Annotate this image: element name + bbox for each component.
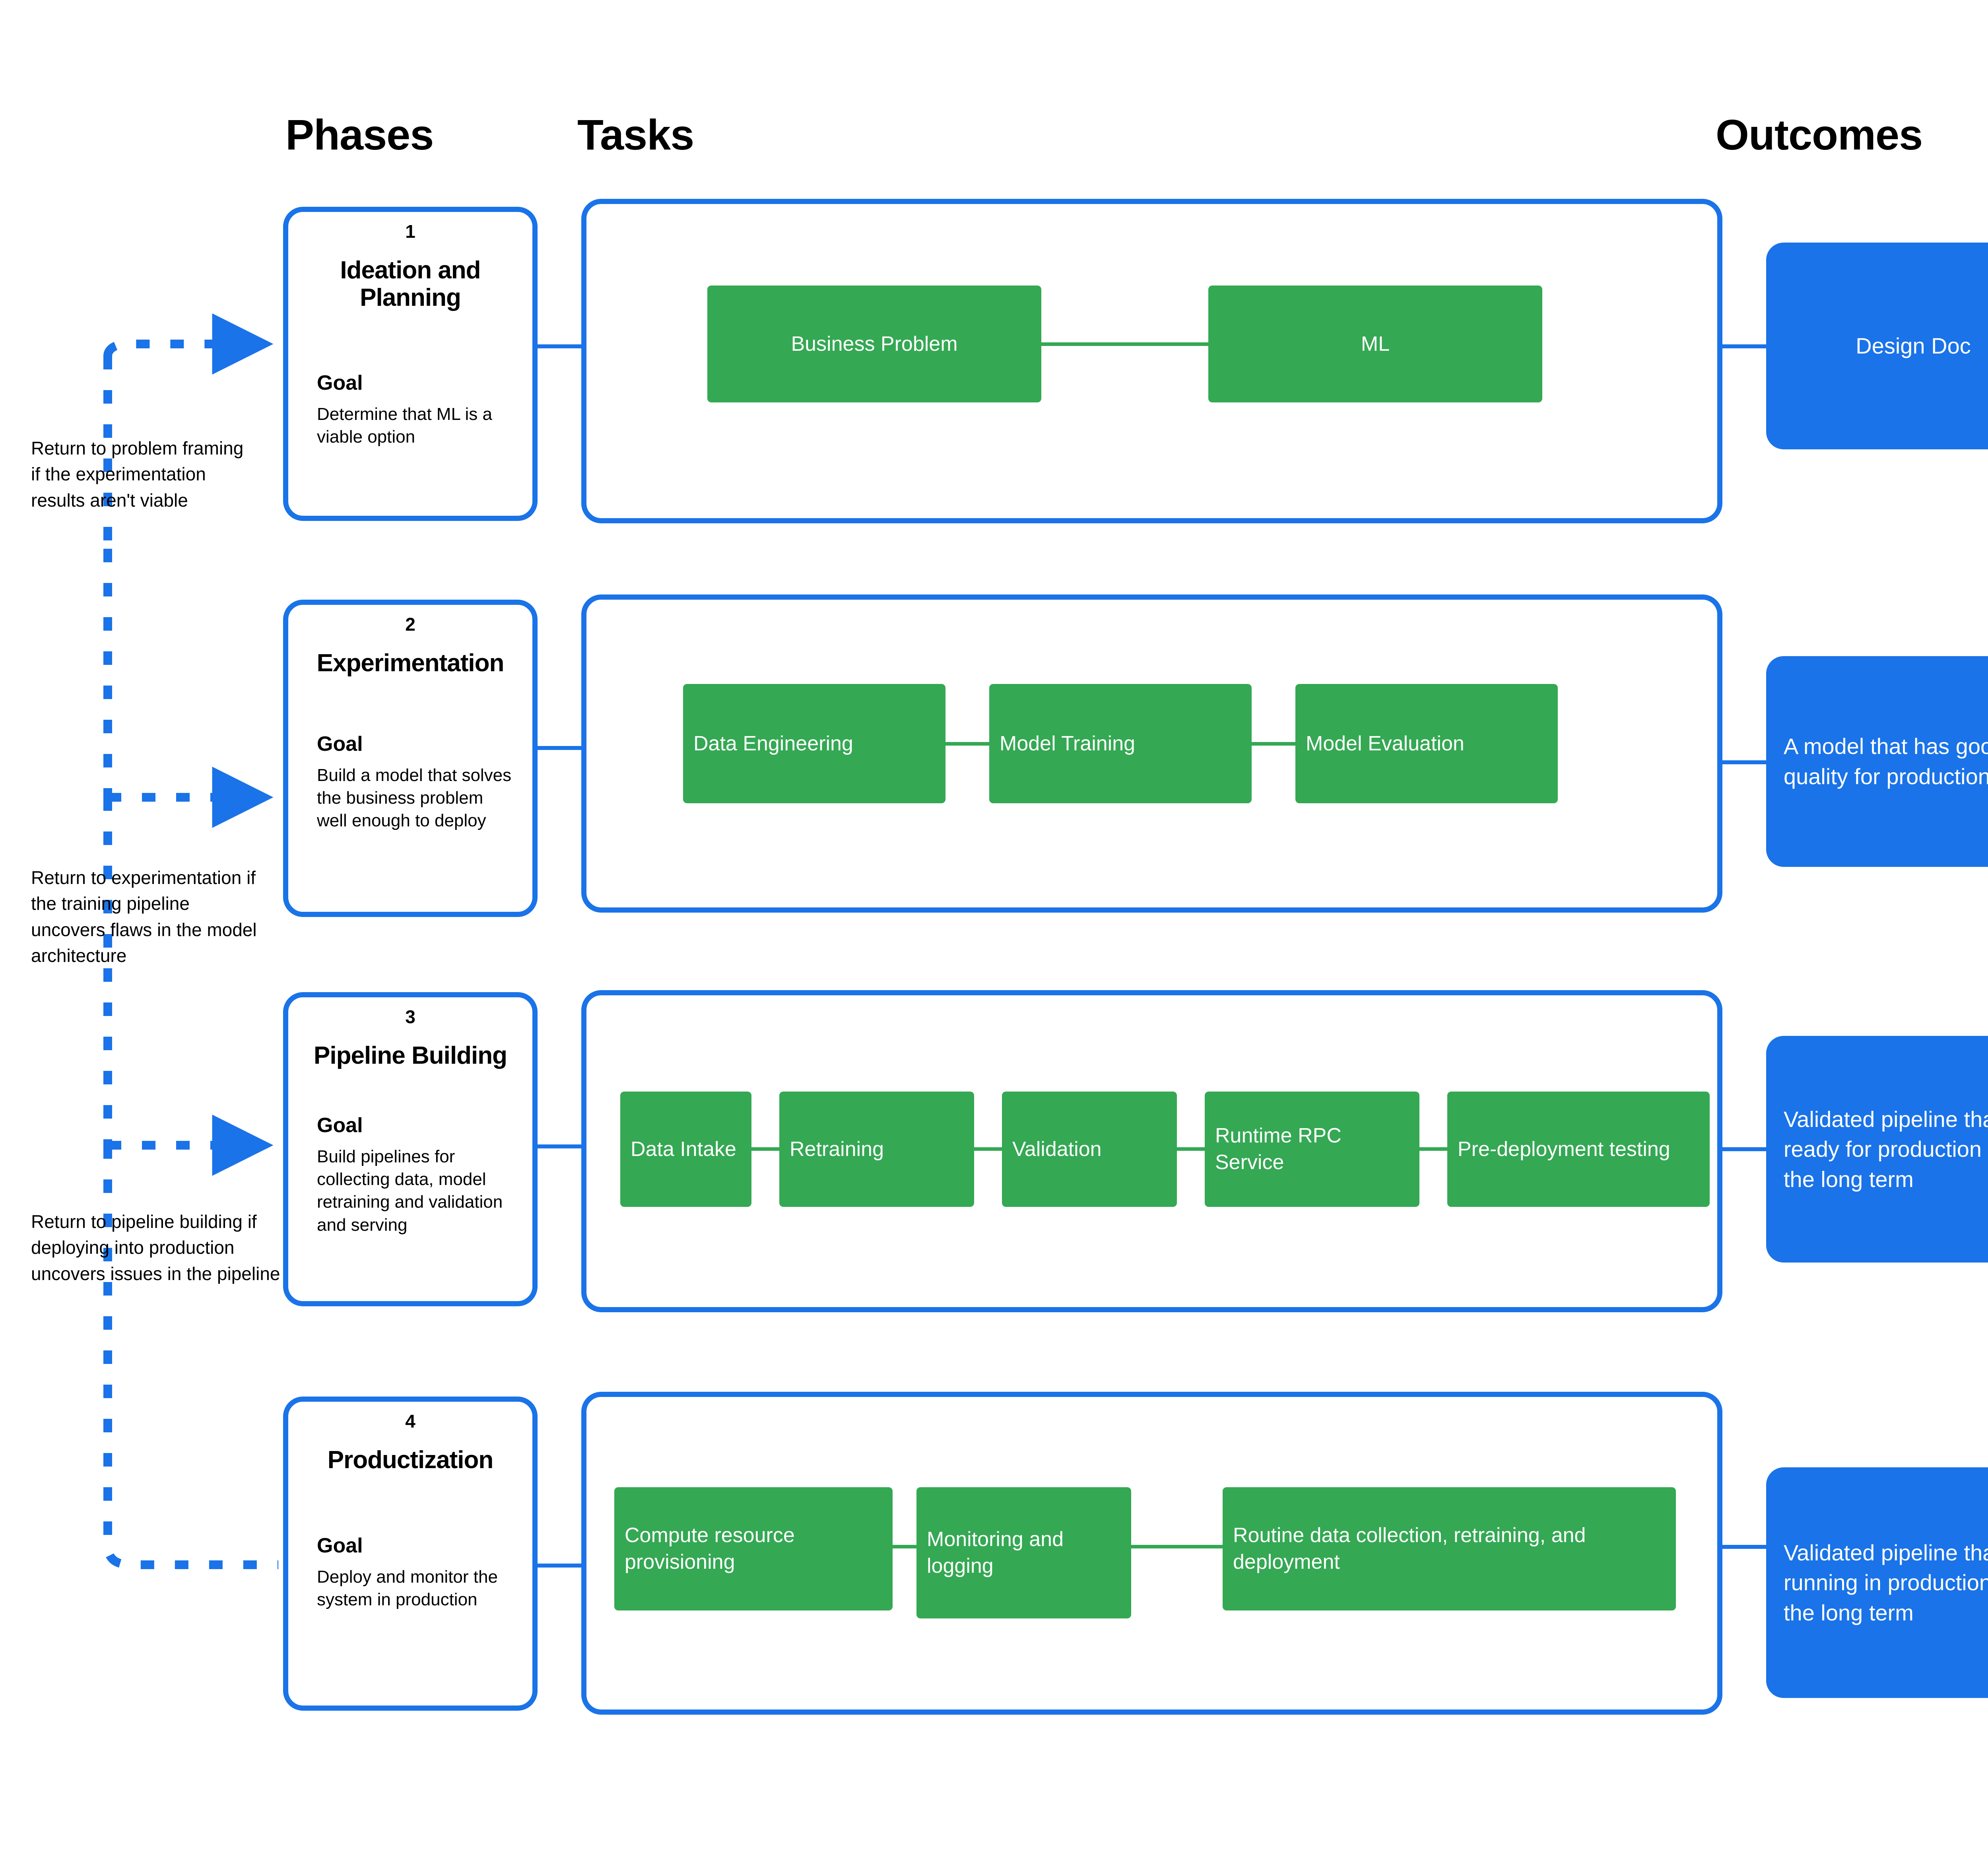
phase-goal-label: Goal — [317, 371, 363, 394]
phase-to-tasks-connector-3 — [538, 1144, 581, 1148]
tasks-to-outcome-connector-3 — [1722, 1147, 1766, 1151]
phase-goal-text: Build a model that solves the business p… — [317, 765, 512, 831]
phase-title: Pipeline Building — [314, 1042, 507, 1069]
phase-card-4[interactable]: 4 Productization Goal Deploy and monitor… — [283, 1397, 538, 1711]
return-arrow-2 — [103, 549, 274, 828]
phase-number: 3 — [405, 1006, 415, 1027]
return-arrow-3 — [103, 797, 274, 1176]
phase-to-tasks-connector-4 — [538, 1564, 581, 1568]
task-label: Pre-deployment testing — [1458, 1137, 1670, 1161]
return-note-1: Return to problem framing if the experim… — [31, 438, 244, 511]
outcome-label: Design Doc — [1856, 333, 1971, 359]
task-connector — [1041, 342, 1208, 346]
phase-title: Experimentation — [316, 649, 505, 677]
task-label: Runtime RPC Service — [1215, 1124, 1342, 1174]
return-arrow-source-4 — [103, 1145, 278, 1569]
column-header-outcomes: Outcomes — [1716, 111, 1923, 159]
task-connector — [1252, 742, 1295, 746]
return-note-3: Return to pipeline building if deploying… — [31, 1211, 280, 1284]
task-chip[interactable]: Pre-deployment testing — [1447, 1092, 1710, 1207]
phase-number: 1 — [405, 221, 415, 242]
task-chip[interactable]: ML — [1208, 286, 1542, 402]
outcome-card-3[interactable]: Validated pipeline that's ready for prod… — [1766, 1036, 1988, 1263]
task-label: Validation — [1012, 1137, 1102, 1161]
column-header-phases: Phases — [285, 111, 434, 159]
tasks-to-outcome-connector-2 — [1722, 760, 1766, 764]
task-label: Business Problem — [791, 332, 958, 355]
task-label: Monitoring and logging — [927, 1528, 1064, 1577]
task-chip[interactable]: Routine data collection, retraining, and… — [1223, 1487, 1676, 1610]
tasks-to-outcome-connector-1 — [1722, 344, 1766, 348]
task-connector — [974, 1147, 1002, 1151]
phase-card-3[interactable]: 3 Pipeline Building Goal Build pipelines… — [283, 992, 538, 1306]
task-label: Data Intake — [631, 1137, 736, 1161]
phase-title: Ideation and Planning — [340, 256, 481, 312]
task-chip[interactable]: Business Problem — [707, 286, 1041, 402]
task-label: Compute resource provisioning — [625, 1524, 795, 1573]
task-connector — [893, 1545, 916, 1548]
phase-goal-label: Goal — [317, 1534, 363, 1557]
outcome-label: Validated pipeline that's running in pro… — [1784, 1540, 1988, 1625]
phase-goal-label: Goal — [317, 1114, 363, 1137]
task-label: Model Evaluation — [1306, 732, 1464, 755]
column-header-tasks: Tasks — [577, 111, 694, 159]
tasks-to-outcome-connector-4 — [1722, 1545, 1766, 1549]
phase-goal-text: Determine that ML is a viable option — [317, 404, 492, 447]
task-chip[interactable]: Validation — [1002, 1092, 1177, 1207]
task-label: Model Training — [1000, 732, 1136, 755]
outcome-card-2[interactable]: A model that has good quality for produc… — [1766, 656, 1988, 867]
task-label: Retraining — [790, 1137, 884, 1161]
phase-goal-label: Goal — [317, 732, 363, 756]
task-chip[interactable]: Compute resource provisioning — [614, 1487, 893, 1610]
task-connector — [945, 742, 989, 746]
phase-goal-text: Build pipelines for collecting data, mod… — [317, 1147, 503, 1235]
task-chip[interactable]: Model Evaluation — [1295, 684, 1558, 803]
task-connector — [751, 1147, 779, 1151]
task-chip[interactable]: Model Training — [989, 684, 1252, 803]
outcome-card-4[interactable]: Validated pipeline that's running in pro… — [1766, 1467, 1988, 1698]
phase-card-1[interactable]: 1 Ideation and Planning Goal Determine t… — [283, 207, 538, 521]
task-chip[interactable]: Data Intake — [620, 1092, 751, 1207]
phase-number: 2 — [405, 614, 415, 635]
outcome-label: Validated pipeline that's ready for prod… — [1784, 1106, 1988, 1192]
task-label: Routine data collection, retraining, and… — [1233, 1524, 1586, 1573]
task-connector — [1177, 1147, 1205, 1151]
task-label: Data Engineering — [693, 732, 853, 755]
task-connector — [1131, 1545, 1223, 1548]
phase-to-tasks-connector-2 — [538, 746, 581, 750]
phase-goal-text: Deploy and monitor the system in product… — [317, 1567, 498, 1610]
task-chip[interactable]: Runtime RPC Service — [1205, 1092, 1419, 1207]
task-chip[interactable]: Retraining — [779, 1092, 974, 1207]
task-chip[interactable]: Monitoring and logging — [916, 1487, 1131, 1618]
outcome-label: A model that has good quality for produc… — [1784, 734, 1988, 789]
task-connector — [1419, 1147, 1447, 1151]
phase-title: Productization — [327, 1446, 494, 1474]
return-note-2: Return to experimentation if the trainin… — [31, 867, 257, 966]
outcome-card-1[interactable]: Design Doc — [1766, 243, 1988, 449]
phase-card-2[interactable]: 2 Experimentation Goal Build a model tha… — [283, 600, 538, 917]
task-label: ML — [1361, 332, 1390, 355]
phase-to-tasks-connector-1 — [538, 344, 581, 348]
task-chip[interactable]: Data Engineering — [683, 684, 945, 803]
phase-number: 4 — [405, 1411, 415, 1432]
